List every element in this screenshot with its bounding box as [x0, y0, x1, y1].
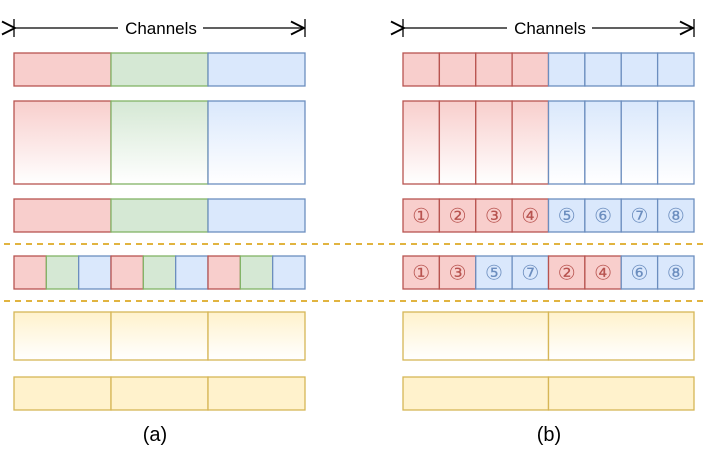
panel-b-row-4-cell-6 — [584, 255, 622, 290]
panel-a-row-1-cell-1 — [13, 52, 112, 87]
panel-a-row-4-cell-7 — [207, 255, 241, 290]
separators — [4, 243, 706, 302]
panel-b-row-2-cell-8 — [656, 100, 695, 185]
panel-a-row-6-cell-2 — [110, 376, 209, 411]
panel-b-row-3-label-8: ⑧ — [667, 204, 685, 228]
panel-a-row-4-cell-8 — [239, 255, 274, 290]
panel-b-row-1-cell-1 — [402, 52, 441, 87]
panel-b-row-4-label-1: ① — [412, 261, 430, 285]
panel-b-row-3-cell-1 — [402, 198, 441, 233]
panel-b-row-5-cell-1 — [402, 311, 550, 361]
panel-a-row-5-cell-1 — [13, 311, 112, 361]
panel-a-row-4-cell-2 — [45, 255, 80, 290]
panel-a-row-3-cell-1 — [13, 198, 112, 233]
panel-a-row-2-cell-2 — [110, 100, 209, 185]
panel-a-row-1-cell-3 — [207, 52, 306, 87]
panel-a-row-6-cell-1 — [13, 376, 112, 411]
panel-b-row-3-label-2: ② — [449, 204, 467, 228]
panel-a-row-5-cell-3 — [207, 311, 306, 361]
panel-b-row-1-cell-8 — [656, 52, 695, 87]
panel-b-row-4-label-8: ⑧ — [667, 261, 685, 285]
panel-b-row-2-cell-3 — [475, 100, 513, 185]
panel-b-row-1-cell-5 — [547, 52, 586, 87]
panel-b-caption: (b) — [537, 424, 561, 446]
panel-b-row-3-label-4: ④ — [521, 204, 539, 228]
panel-b-row-3-label-5: ⑤ — [558, 204, 576, 228]
panel-a-row-4-cell-5 — [142, 255, 177, 290]
panel-a-row-3-cell-3 — [207, 198, 306, 233]
panel-b-row-2-cell-4 — [511, 100, 550, 185]
panel-b-row-4-label-6: ④ — [594, 261, 612, 285]
panel-b-row-3-label-7: ⑦ — [630, 204, 648, 228]
panel-a-row-4-cell-1 — [13, 255, 47, 290]
panel-a-row-4-cell-3 — [78, 255, 112, 290]
panel-b-row-4-label-2: ③ — [449, 261, 467, 285]
panel-a-row-2-cell-1 — [13, 100, 112, 185]
panel-b-row-4-label-5: ② — [558, 261, 576, 285]
panel-a-rows — [13, 52, 306, 411]
panel-b-row-3-label-1: ① — [412, 204, 430, 228]
panel-a-row-6-cell-3 — [207, 376, 306, 411]
panel-b-row-2-cell-7 — [620, 100, 659, 185]
panel-a-row-4-cell-4 — [110, 255, 144, 290]
panel-b-row-2-cell-6 — [584, 100, 622, 185]
panel-b-row-3-cell-8 — [656, 198, 695, 233]
panel-b-row-4-label-3: ⑤ — [485, 261, 503, 285]
panel-b-row-6-cell-2 — [547, 376, 695, 411]
panel-b-row-5-cell-2 — [547, 311, 695, 361]
panel-a-axis: Channels — [14, 19, 306, 38]
panel-a-row-2-cell-3 — [207, 100, 306, 185]
panel-b-row-3-cell-6 — [584, 198, 622, 233]
panel-b-row-4-cell-7 — [620, 255, 659, 290]
panel-b-row-4-label-4: ⑦ — [521, 261, 539, 285]
panel-a-row-5-cell-2 — [110, 311, 209, 361]
panel-b-row-3-label-6: ⑥ — [594, 204, 612, 228]
panel-b-axis-label: Channels — [514, 19, 586, 38]
panel-b-row-4-cell-4 — [511, 255, 550, 290]
panel-a-axis-label: Channels — [125, 19, 197, 38]
panel-b-row-1-cell-3 — [475, 52, 513, 87]
panel-b-axis: Channels — [403, 19, 695, 38]
panel-b-row-1-cell-4 — [511, 52, 550, 87]
panel-b-row-3-cell-7 — [620, 198, 659, 233]
panel-b-row-2-cell-5 — [547, 100, 586, 185]
panel-b-row-4-cell-3 — [475, 255, 513, 290]
panel-b-row-1-cell-6 — [584, 52, 622, 87]
panel-b-row-1-cell-2 — [438, 52, 477, 87]
panel-b-row-1-cell-7 — [620, 52, 659, 87]
panel-a-row-4-cell-9 — [272, 255, 306, 290]
panel-b-row-4-cell-8 — [656, 255, 695, 290]
panel-a-row-3-cell-2 — [110, 198, 209, 233]
panel-b-row-2-cell-1 — [402, 100, 441, 185]
panel-b-row-4-cell-1 — [402, 255, 441, 290]
panel-a-row-1-cell-2 — [110, 52, 209, 87]
panel-a-row-4-cell-6 — [175, 255, 209, 290]
panel-b-row-6-cell-1 — [402, 376, 550, 411]
panel-b-row-3-label-3: ③ — [485, 204, 503, 228]
panel-a-caption: (a) — [143, 424, 167, 446]
panel-b-row-4-cell-5 — [547, 255, 586, 290]
panel-b-row-4-label-7: ⑥ — [630, 261, 648, 285]
panel-b-row-2-cell-2 — [438, 100, 477, 185]
panel-b-row-3-cell-2 — [438, 198, 477, 233]
